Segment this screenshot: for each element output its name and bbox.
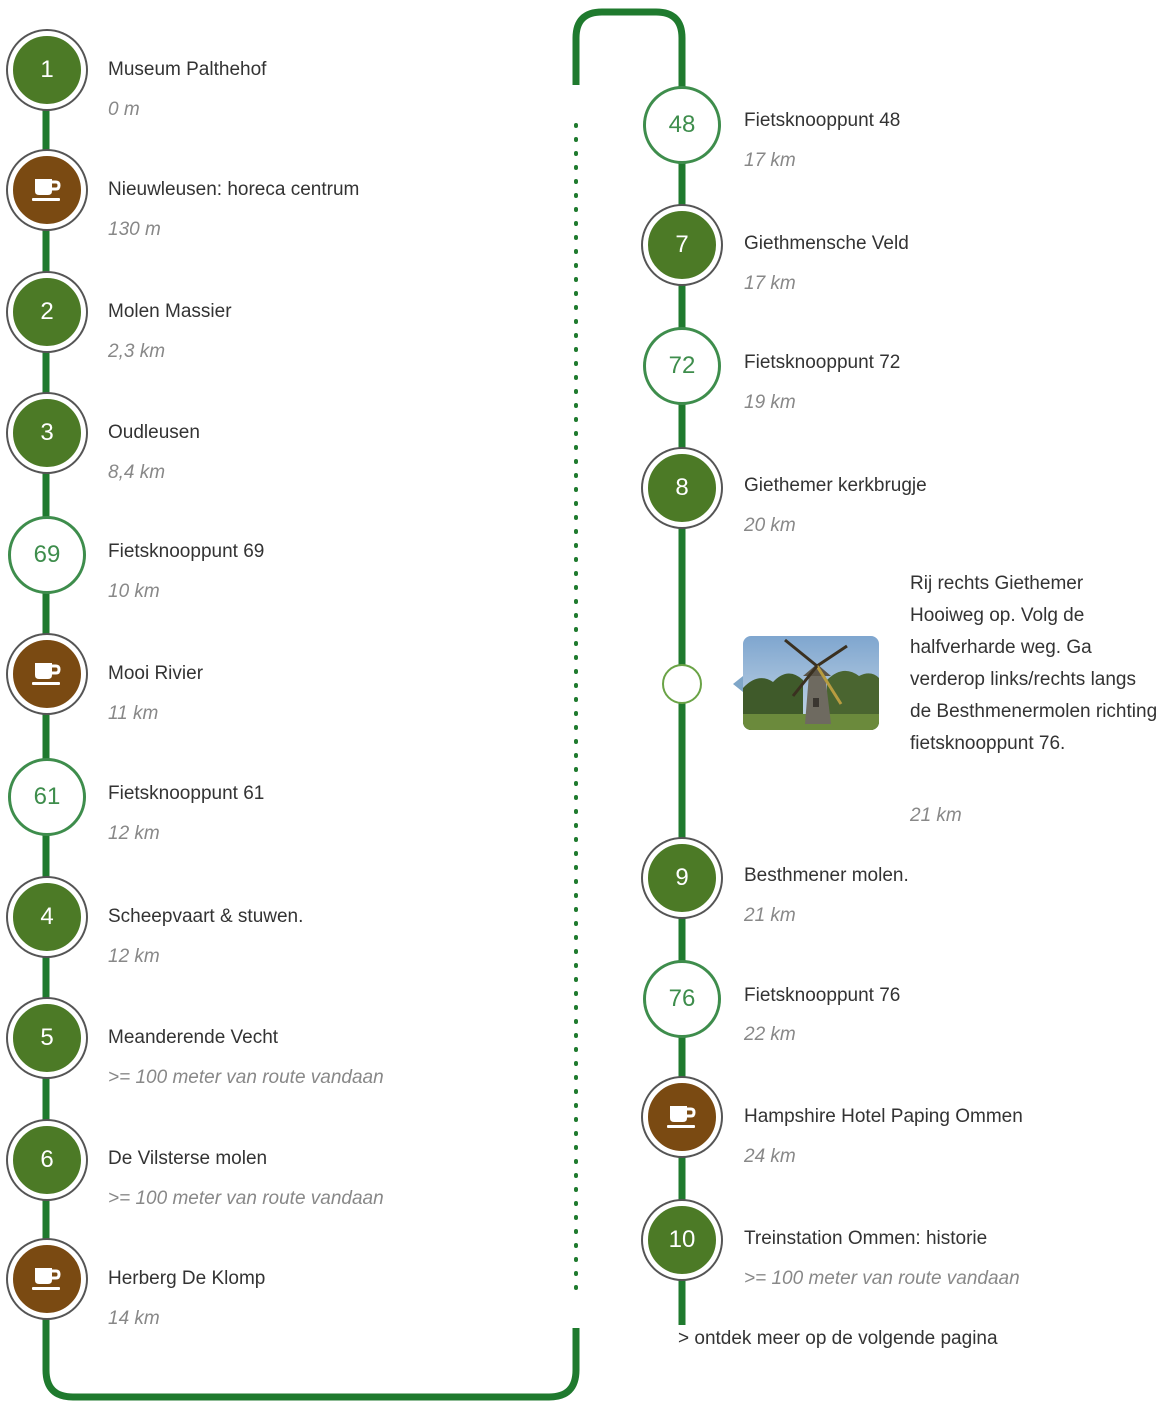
waypoint-marker[interactable] <box>662 664 702 704</box>
stop-distance: 2,3 km <box>108 341 166 362</box>
stop-name: Hampshire Hotel Paping Ommen <box>744 1106 1023 1127</box>
photo-pointer <box>733 676 743 692</box>
junction-marker[interactable]: 61 <box>8 758 86 836</box>
stop-marker[interactable]: 9 <box>643 839 721 917</box>
stop-marker[interactable]: 2 <box>8 273 86 351</box>
stop-name: Museum Palthehof <box>108 59 267 80</box>
stop-name: Meanderende Vecht <box>108 1027 279 1048</box>
stop-distance: 12 km <box>108 946 160 967</box>
junction-marker[interactable]: 69 <box>8 516 86 594</box>
stop-distance: 10 km <box>108 581 160 602</box>
junction-marker[interactable]: 76 <box>643 960 721 1038</box>
stop-distance: 21 km <box>744 905 796 926</box>
stop-marker[interactable]: 8 <box>643 449 721 527</box>
stop-name: Fietsknooppunt 76 <box>744 985 901 1006</box>
stop-distance: >= 100 meter van route vandaan <box>108 1188 384 1209</box>
stop-name: Nieuwleusen: horeca centrum <box>108 179 360 200</box>
stop-name: Besthmener molen. <box>744 865 909 886</box>
stop-distance: >= 100 meter van route vandaan <box>108 1067 384 1088</box>
stop-name: Giethmensche Veld <box>744 233 909 254</box>
next-page-link[interactable]: > ontdek meer op de volgende pagina <box>678 1328 998 1349</box>
stop-distance: 17 km <box>744 273 796 294</box>
stop-name: Scheepvaart & stuwen. <box>108 906 304 927</box>
direction-text: Rij rechts Giethemer Hooiweg op. Volg de… <box>910 573 1158 754</box>
stop-marker[interactable]: 1 <box>8 31 86 109</box>
stop-name: Fietsknooppunt 69 <box>108 541 265 562</box>
stop-marker[interactable]: 3 <box>8 394 86 472</box>
stop-name: Giethemer kerkbrugje <box>744 475 927 496</box>
stop-name: Oudleusen <box>108 422 200 443</box>
coffee-cup-icon[interactable] <box>8 151 86 229</box>
coffee-cup-icon[interactable] <box>8 635 86 713</box>
stop-marker[interactable]: 4 <box>8 878 86 956</box>
stop-distance: 17 km <box>744 150 796 171</box>
stop-marker[interactable]: 7 <box>643 206 721 284</box>
stop-distance: 20 km <box>744 515 796 536</box>
stop-name: Treinstation Ommen: historie <box>744 1228 988 1249</box>
windmill-photo[interactable] <box>743 636 879 730</box>
stop-distance: 8,4 km <box>108 462 166 483</box>
stop-distance: 24 km <box>744 1146 796 1167</box>
stop-marker[interactable]: 10 <box>643 1201 721 1279</box>
stop-distance: 11 km <box>108 703 159 724</box>
coffee-cup-icon[interactable] <box>8 1240 86 1318</box>
stop-distance: 130 m <box>108 219 161 240</box>
stop-name: Fietsknooppunt 72 <box>744 352 901 373</box>
stop-name: Fietsknooppunt 48 <box>744 110 901 131</box>
stop-distance: 0 m <box>108 99 140 120</box>
stop-distance: 22 km <box>744 1024 796 1045</box>
stop-name: Herberg De Klomp <box>108 1268 266 1289</box>
stop-marker[interactable]: 5 <box>8 999 86 1077</box>
stop-name: Molen Massier <box>108 301 232 322</box>
junction-marker[interactable]: 72 <box>643 327 721 405</box>
stop-distance: >= 100 meter van route vandaan <box>744 1268 1020 1289</box>
stop-name: Fietsknooppunt 61 <box>108 783 265 804</box>
stop-distance: 21 km <box>910 805 962 826</box>
junction-marker[interactable]: 48 <box>643 86 721 164</box>
stop-marker[interactable]: 6 <box>8 1121 86 1199</box>
stop-distance: 19 km <box>744 392 796 413</box>
stop-distance: 14 km <box>108 1308 160 1329</box>
stop-name: De Vilsterse molen <box>108 1148 268 1169</box>
stop-name: Mooi Rivier <box>108 663 204 684</box>
stop-distance: 12 km <box>108 823 160 844</box>
coffee-cup-icon[interactable] <box>643 1078 721 1156</box>
